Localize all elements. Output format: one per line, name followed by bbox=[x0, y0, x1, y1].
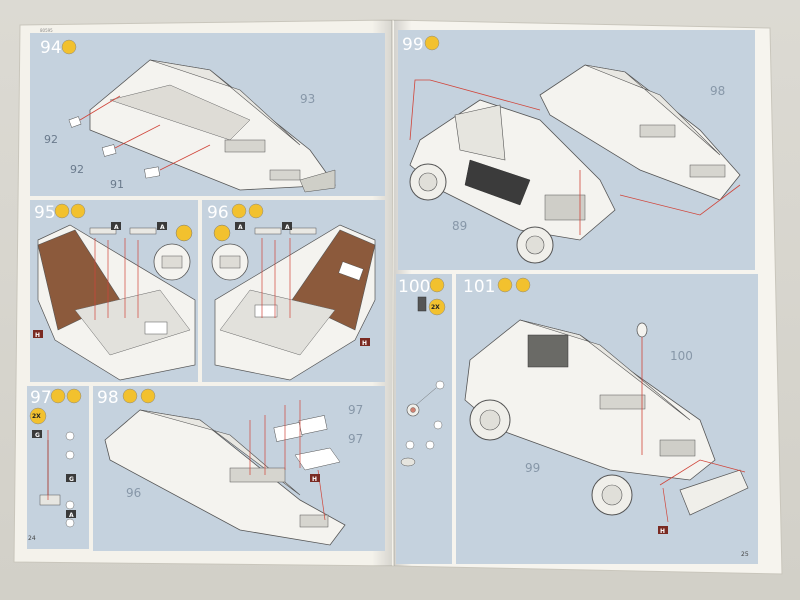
multiplier-badge bbox=[428, 298, 446, 316]
glue-icon bbox=[248, 203, 264, 219]
color-flag bbox=[32, 430, 42, 438]
color-flag bbox=[360, 338, 370, 346]
multiplier-label: 2X bbox=[32, 413, 41, 420]
step-94-drawing bbox=[68, 59, 336, 193]
glue-icon bbox=[66, 388, 82, 404]
part-number: 97 bbox=[348, 403, 363, 417]
glue-icon bbox=[140, 388, 156, 404]
part-number: 91 bbox=[110, 178, 124, 191]
step-number: 101 bbox=[463, 277, 495, 297]
part-number: 97 bbox=[348, 432, 363, 446]
paint-pot-icon bbox=[429, 277, 445, 293]
part-number: 98 bbox=[710, 84, 725, 98]
multiplier-badge bbox=[29, 407, 47, 425]
step-number: 98 bbox=[97, 388, 119, 408]
step-number: 100 bbox=[398, 277, 430, 297]
paint-pot-icon bbox=[122, 388, 138, 404]
part-number: 99 bbox=[525, 461, 540, 475]
paint-pot-icon bbox=[424, 35, 440, 51]
paint-pot-icon bbox=[61, 39, 77, 55]
color-flag-label: A bbox=[114, 224, 119, 231]
part-number: 100 bbox=[670, 349, 693, 363]
color-flag-label: A bbox=[238, 224, 243, 231]
color-flag bbox=[66, 474, 76, 482]
color-flag bbox=[157, 222, 167, 230]
color-flag-label: G bbox=[69, 476, 74, 483]
step-95-drawing bbox=[37, 224, 196, 381]
part-number: 93 bbox=[300, 92, 315, 106]
step-number: 94 bbox=[40, 38, 62, 58]
paint-pot-icon bbox=[231, 203, 247, 219]
color-flag bbox=[282, 222, 292, 230]
paint-pot-icon bbox=[50, 388, 66, 404]
svg-text:80595: 80595 bbox=[40, 28, 53, 33]
step-100-panel bbox=[396, 274, 452, 564]
part-number: 96 bbox=[126, 486, 141, 500]
step-number: 99 bbox=[402, 35, 424, 55]
step-100-drawing bbox=[400, 296, 445, 467]
part-number: 89 bbox=[452, 219, 467, 233]
step-99-drawing bbox=[409, 64, 741, 264]
glue-icon bbox=[515, 277, 531, 293]
glue-icon bbox=[70, 203, 86, 219]
step-97-drawing bbox=[39, 430, 75, 528]
part-number: 92 bbox=[70, 163, 84, 176]
color-flag bbox=[658, 526, 668, 534]
color-flag bbox=[235, 222, 245, 230]
color-flag-label: A bbox=[160, 224, 165, 231]
color-flag-label: A bbox=[285, 224, 290, 231]
color-flag bbox=[33, 330, 43, 338]
step-101-drawing bbox=[464, 319, 749, 523]
color-flag-label: A bbox=[69, 512, 74, 519]
color-flag bbox=[111, 222, 121, 230]
step-number: 95 bbox=[34, 203, 56, 223]
paint-pot-icon bbox=[54, 203, 70, 219]
page-number-left: 24 bbox=[28, 535, 36, 542]
step-96-drawing bbox=[211, 224, 376, 381]
page-number-right: 25 bbox=[741, 551, 749, 558]
part-number: 92 bbox=[44, 133, 58, 146]
color-flag bbox=[66, 510, 76, 518]
step-98-drawing bbox=[104, 400, 346, 546]
color-flag-label: H bbox=[660, 528, 665, 535]
color-flag-label: G bbox=[35, 432, 40, 439]
multiplier-label: 2X bbox=[431, 304, 440, 311]
color-flag-label: H bbox=[35, 332, 40, 339]
color-flag-label: H bbox=[362, 340, 367, 347]
color-flag bbox=[310, 474, 320, 482]
step-number: 96 bbox=[207, 203, 229, 223]
color-flag-label: H bbox=[312, 476, 317, 483]
paint-pot-icon bbox=[497, 277, 513, 293]
step-number: 97 bbox=[30, 388, 52, 408]
